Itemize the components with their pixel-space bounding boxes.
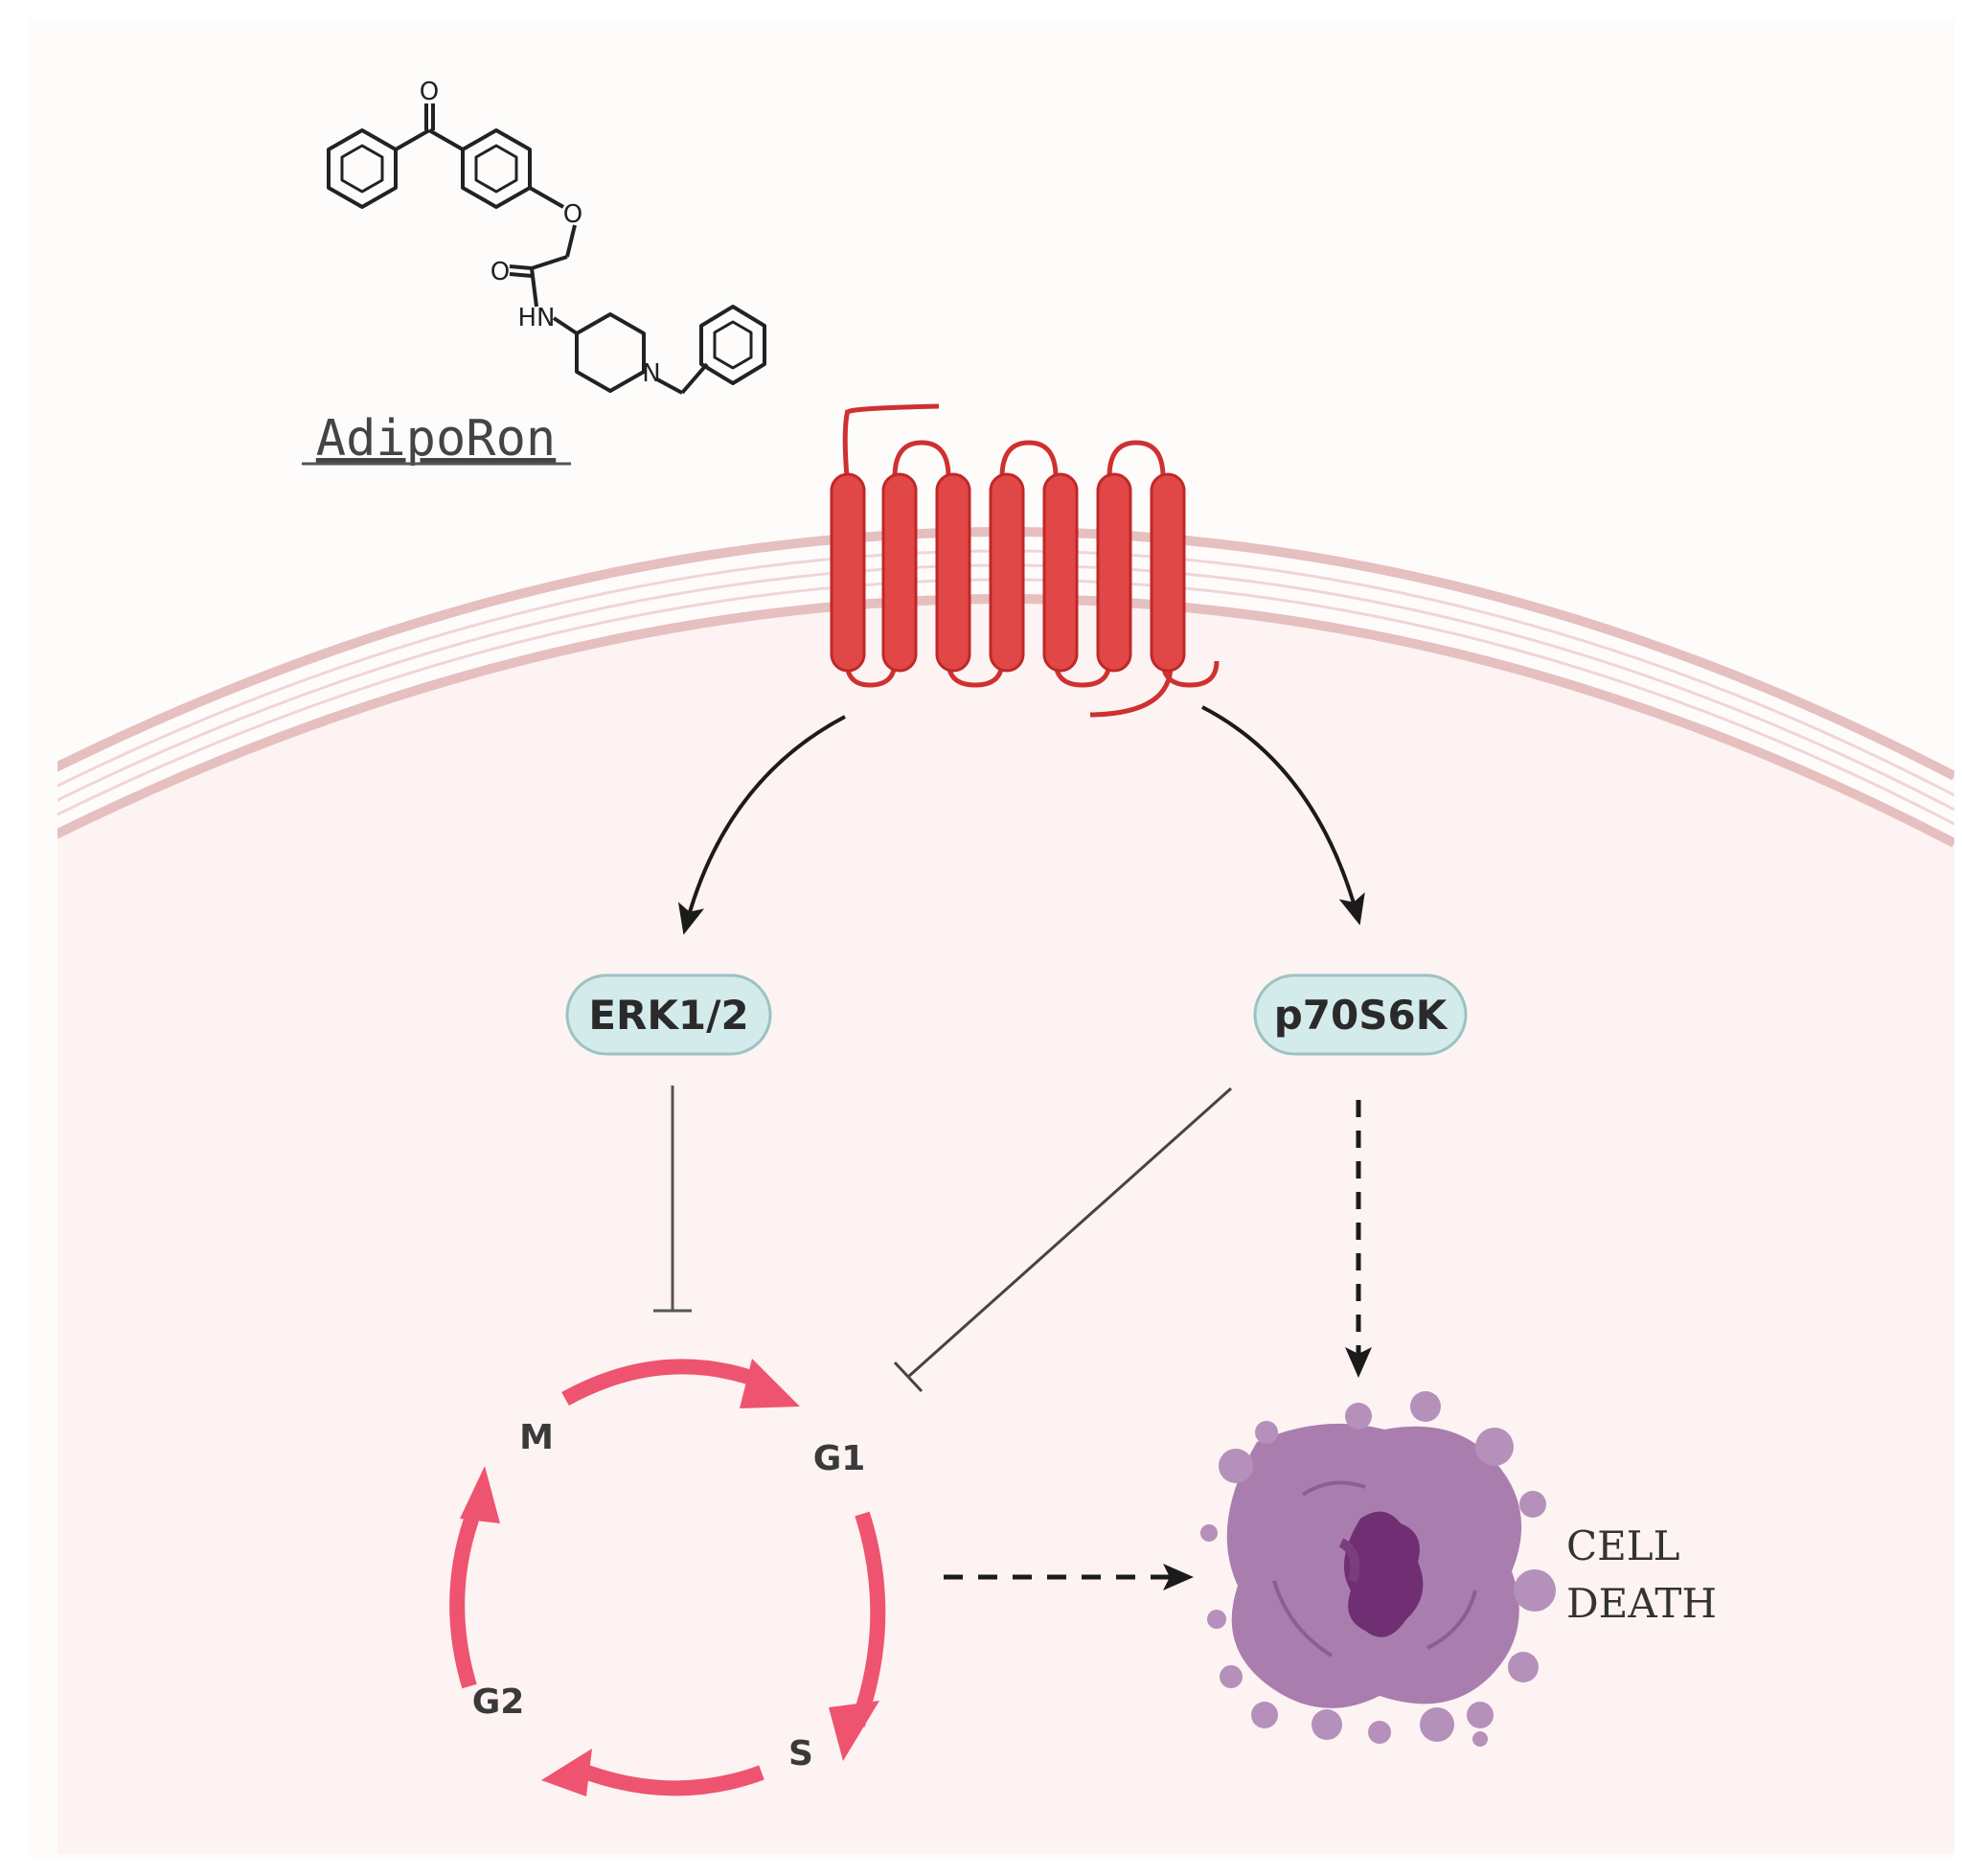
arrow-receptor-to-p70: [1201, 705, 1365, 926]
phase-g2: G2: [472, 1682, 525, 1722]
svg-text:HN: HN: [518, 304, 556, 332]
adiporon-structure: [327, 103, 766, 395]
dying-cell: [1200, 1391, 1556, 1747]
phase-m: M: [519, 1418, 554, 1457]
inhibition-p70-to-cycle: [893, 1087, 1232, 1393]
phase-g1: G1: [813, 1439, 866, 1478]
adiporon-receptor: [830, 403, 1220, 718]
svg-text:CELL: CELL: [1566, 1522, 1680, 1569]
svg-text:O: O: [490, 258, 510, 286]
p70s6k-label: p70S6K: [1274, 992, 1449, 1039]
phase-s: S: [788, 1734, 813, 1773]
cytoplasm: [57, 594, 1954, 1854]
erk-node: ERK1/2: [565, 973, 772, 1056]
cell-death-label: CELL DEATH: [1566, 1522, 1717, 1627]
p70s6k-node: p70S6K: [1253, 973, 1468, 1056]
cell-cycle: [449, 1359, 886, 1796]
cell-cycle-labels: M G1 S G2: [472, 1418, 866, 1773]
svg-text:N: N: [642, 359, 660, 388]
erk-label: ERK1/2: [588, 992, 748, 1039]
svg-text:DEATH: DEATH: [1566, 1580, 1717, 1627]
arrow-receptor-to-erk: [677, 715, 846, 935]
compound-name: AdipoRon: [316, 410, 556, 468]
cell-cycle-arrowheads: [460, 1359, 879, 1796]
svg-text:O: O: [563, 200, 582, 229]
inhibition-erk-to-cycle: [653, 1086, 692, 1313]
cell-membrane: [57, 527, 1954, 1854]
adiporon-atom-labels: O O O HN N: [420, 78, 661, 388]
svg-text:O: O: [420, 78, 439, 106]
